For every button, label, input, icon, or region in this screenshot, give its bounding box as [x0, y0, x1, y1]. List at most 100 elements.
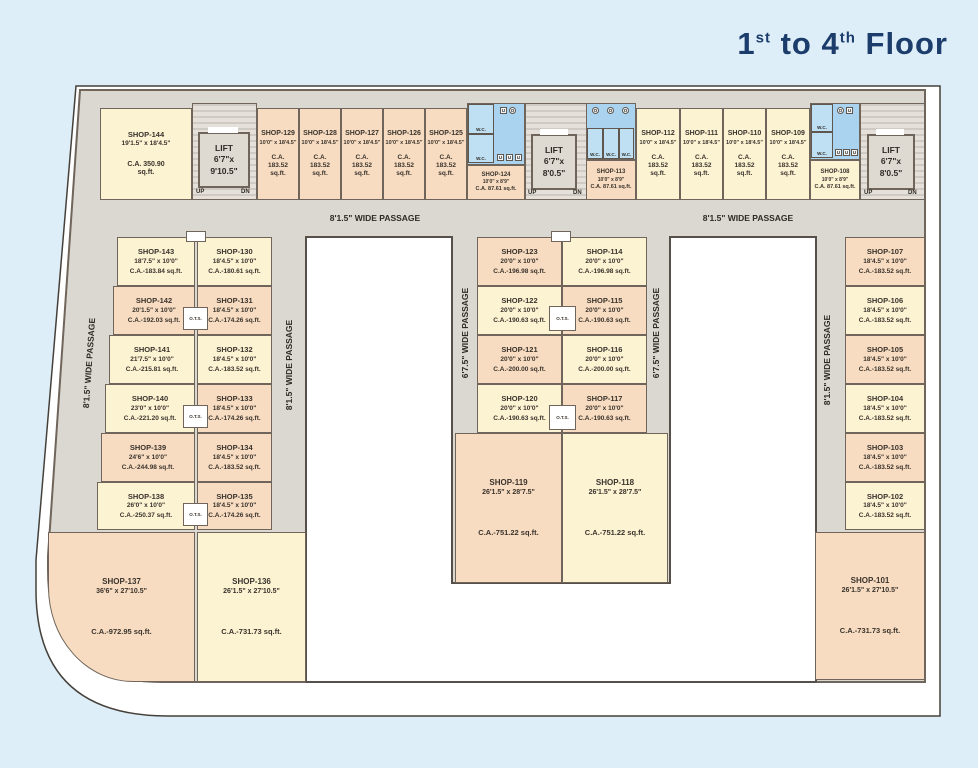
wc-stall: W.C. [468, 104, 494, 134]
shop-id: SHOP-105 [866, 345, 904, 355]
shop-area: C.A.-183.52 sq.ft. [858, 463, 912, 471]
shop-dims: 20'0" x 10'0" [585, 355, 624, 363]
shop-id: SHOP-121 [501, 345, 538, 355]
shop-id: SHOP-107 [866, 247, 904, 257]
lift-size: 8'0.5" [542, 167, 566, 178]
shop-area: C.A.-183.52 sq.ft. [858, 512, 912, 520]
shop-area: C.A.-751.22 sq.ft. [584, 528, 646, 538]
cistern-icon: O [607, 107, 614, 114]
urinal-icon: U [506, 154, 513, 161]
passage-label-right: 8'1.5" WIDE PASSAGE [822, 314, 832, 406]
wc-fixtures-top: O O O [592, 107, 629, 114]
wc-fixtures-top: U O [500, 107, 516, 114]
shop-area: C.A.-972.95 sq.ft. [91, 627, 152, 637]
ots-shaft: O.T.S. [549, 405, 576, 430]
passage-label-top-right: 8'1.5" WIDE PASSAGE [702, 213, 794, 223]
shop-id: SHOP-142 [135, 296, 173, 306]
wc-fixtures-top: O U [837, 107, 853, 114]
shop-id: SHOP-127 [345, 130, 379, 137]
basin-icon: O [837, 107, 844, 114]
dn-label: DN [908, 190, 917, 196]
shop-id: SHOP-112 [641, 130, 675, 137]
shop-area: C.A.-192.03 sq.ft. [127, 316, 181, 324]
shop-id: SHOP-125 [429, 130, 463, 137]
dn-label: DN [573, 190, 582, 196]
shop-area: C.A.-751.22 sq.ft. [478, 528, 539, 538]
shop-area: C.A. 183.52 sq.ft. [436, 153, 456, 177]
up-label: UP [196, 189, 205, 195]
up-label: UP [864, 190, 873, 196]
shop-dims: 10'0" x 18'4.5" [385, 139, 423, 146]
shop-id: SHOP-104 [866, 394, 904, 404]
shop-id: SHOP-123 [501, 247, 538, 257]
shop-dims: 23'0" x 10'0" [130, 404, 170, 412]
shop-dims: 20'0" x 10'0" [585, 404, 624, 412]
shop-area: C.A. 87.61 sq.ft. [814, 183, 856, 190]
up-label: UP [528, 190, 537, 196]
shop-area: C.A.-183.52 sq.ft. [858, 267, 912, 275]
shop-area: C.A. 183.52 sq.ft. [268, 153, 288, 177]
shop-dims: 20'0" x 10'0" [500, 404, 539, 412]
shop-dims: 10'0" x 18'4.5" [259, 139, 297, 146]
shop-id: SHOP-137 [102, 577, 141, 587]
shop-dims: 18'4.5" x 10'0" [212, 453, 257, 461]
shop-id: SHOP-133 [216, 394, 253, 404]
shop-id: SHOP-120 [501, 394, 538, 404]
shop-area: C.A.-190.63 sq.ft. [493, 316, 546, 324]
urinal-icon: U [500, 107, 507, 114]
duct-notch [186, 231, 206, 242]
shop-dims: 18'4.5" x 10'0" [863, 306, 907, 314]
shop-id: SHOP-122 [501, 296, 538, 306]
shop-dims: 26'1.5" x 27'10.5" [223, 588, 280, 596]
shop-area: C.A. 87.61 sq.ft. [590, 183, 632, 190]
ots-shaft: O.T.S. [549, 306, 576, 331]
cistern-icon: O [622, 107, 629, 114]
shop-dims: 24'6" x 10'0" [128, 453, 168, 461]
ots-shaft: O.T.S. [183, 503, 208, 526]
shop-area: C.A.-215.81 sq.ft. [125, 365, 179, 373]
shop-dims: 36'6" x 27'10.5" [96, 588, 147, 596]
shop-id: SHOP-113 [596, 169, 626, 176]
lift-size: 6'7"x [543, 156, 565, 167]
lift-size: 6'7"x [213, 154, 235, 165]
shop-area: C.A.-250.37 sq.ft. [119, 512, 173, 520]
shop-id: SHOP-102 [866, 491, 904, 501]
lift-size: 9'10.5" [210, 165, 238, 176]
urinal-icon: U [835, 149, 842, 156]
shop-id: SHOP-136 [232, 577, 271, 587]
shop-area: C.A.-196.98 sq.ft. [578, 267, 631, 275]
shop-area: C.A.-731.73 sq.ft. [221, 627, 282, 637]
passage-label-mid-right: 6'7.5" WIDE PASSAGE [651, 287, 661, 379]
shop-dims: 20'0" x 10'0" [585, 306, 624, 314]
shop-id: SHOP-103 [866, 443, 904, 453]
shop-dims: 21'7.5" x 10'0" [130, 355, 174, 363]
shop-dims: 20'0" x 10'0" [500, 306, 539, 314]
ots-shaft: O.T.S. [183, 307, 208, 330]
wc-stall: W.C. [811, 104, 833, 132]
lift-center: LIFT 6'7"x 8'0.5" [531, 134, 577, 190]
shop-id: SHOP-111 [684, 130, 719, 137]
shop-area: C.A.-196.98 sq.ft. [493, 267, 546, 275]
urinal-icon: U [843, 149, 850, 156]
shop-area: C.A. 183.52 sq.ft. [778, 153, 798, 177]
